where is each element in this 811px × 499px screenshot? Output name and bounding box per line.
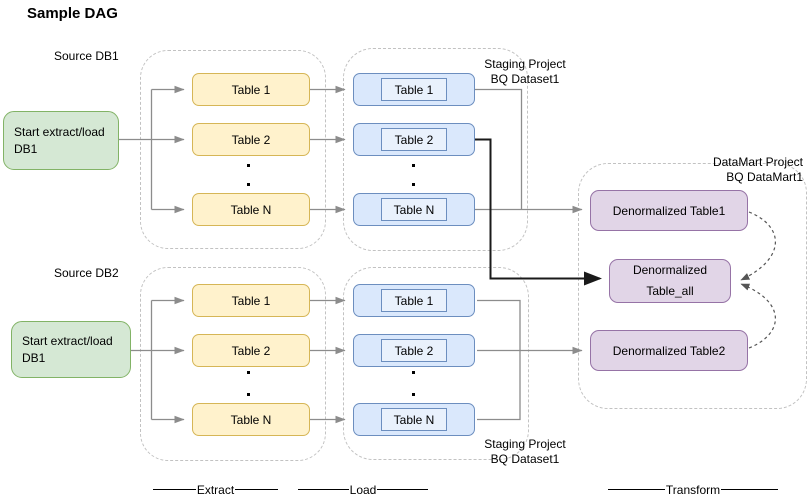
ellipsis-dots — [412, 371, 415, 396]
ellipsis-dots — [247, 164, 250, 187]
datamart-label-line2: BQ DataMart1 — [726, 170, 803, 184]
transform-stage-text: Transform — [665, 482, 721, 497]
stage-line — [721, 489, 779, 490]
source-db1-label: Source DB1 — [54, 49, 119, 63]
stage-line — [377, 489, 429, 490]
stage-line — [608, 489, 665, 490]
denormalized-table-all-node: Denormalized Table_all — [609, 259, 731, 303]
start-node-db1: Start extract/load DB1 — [3, 111, 119, 170]
start-node-db2-line1: Start extract/load — [22, 333, 113, 348]
load2-table-node: Table N — [353, 403, 475, 436]
ellipsis-dots — [412, 164, 415, 187]
start-node-db2: Start extract/load DB1 — [11, 321, 131, 378]
denormalized-table-all-line2: Table_all — [646, 284, 694, 298]
load1-table-inner: Table 2 — [381, 128, 447, 151]
load1-table-inner: Table N — [381, 198, 447, 221]
load1-table-node: Table 2 — [353, 123, 475, 156]
extract2-table-node: Table 1 — [192, 284, 310, 317]
datamart-label: DataMart Project BQ DataMart1 — [643, 155, 803, 185]
load1-table-inner: Table 1 — [381, 78, 447, 101]
stage-line — [153, 489, 196, 490]
extract-stage-label: Extract — [153, 482, 278, 497]
staging-label-2: Staging Project BQ Dataset1 — [455, 437, 595, 467]
denormalized-table-all-line1: Denormalized — [632, 263, 708, 277]
staging-label-1: Staging Project BQ Dataset1 — [455, 57, 595, 87]
staging-label-2-line1: Staging Project — [484, 437, 566, 451]
staging-label-2-line2: BQ Dataset1 — [490, 452, 560, 466]
denormalized-table1-node: Denormalized Table1 — [590, 190, 748, 231]
load1-table-node: Table N — [353, 193, 475, 226]
extract1-table-node: Table 2 — [192, 123, 310, 156]
load-stage-text: Load — [349, 482, 377, 497]
extract-stage-text: Extract — [196, 482, 235, 497]
load2-table-node: Table 2 — [353, 334, 475, 367]
transform-stage-label: Transform — [608, 482, 779, 497]
denormalized-table2-node: Denormalized Table2 — [590, 330, 748, 371]
load2-table-inner: Table 1 — [381, 289, 447, 312]
extract1-table-node: Table N — [192, 193, 310, 226]
source-db2-label: Source DB2 — [54, 266, 119, 280]
extract2-table-node: Table N — [192, 403, 310, 436]
stage-line — [235, 489, 278, 490]
extract-group-db1 — [140, 50, 326, 249]
start-node-db1-line2: DB1 — [14, 141, 38, 156]
extract2-table-node: Table 2 — [192, 334, 310, 367]
stage-line — [298, 489, 349, 490]
load2-table-inner: Table N — [381, 408, 447, 431]
extract1-table-node: Table 1 — [192, 73, 310, 106]
page-title: Sample DAG — [27, 5, 118, 22]
start-node-db1-line1: Start extract/load — [14, 124, 105, 139]
extract-group-db2 — [140, 267, 326, 461]
load1-table-node: Table 1 — [353, 73, 475, 106]
datamart-group — [578, 163, 807, 409]
load2-table-inner: Table 2 — [381, 339, 447, 362]
start-node-db2-line2: DB1 — [22, 350, 46, 365]
ellipsis-dots — [247, 371, 250, 396]
staging-label-1-line1: Staging Project — [484, 57, 566, 71]
load-stage-label: Load — [298, 482, 429, 497]
load2-table-node: Table 1 — [353, 284, 475, 317]
load-group-db2 — [343, 267, 529, 460]
datamart-label-line1: DataMart Project — [712, 155, 803, 169]
staging-label-1-line2: BQ Dataset1 — [490, 72, 560, 86]
